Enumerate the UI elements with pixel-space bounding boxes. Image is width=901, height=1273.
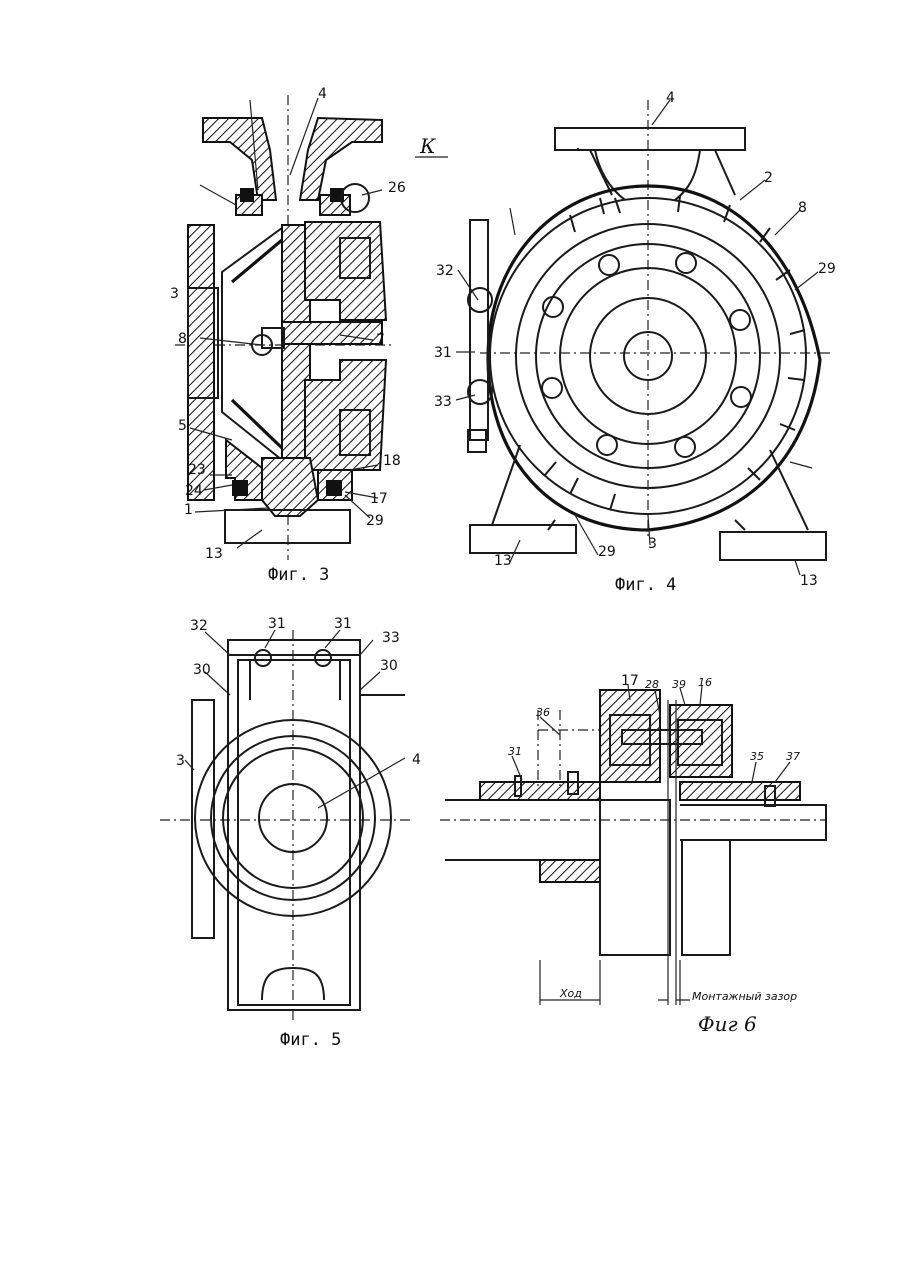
fig6-label-17: 17 bbox=[621, 673, 639, 689]
fig3-label-3: 3 bbox=[170, 286, 179, 302]
figure-3: К 4 26 8 3 7 5 23 24 1 18 17 29 13 Фиг. … bbox=[170, 86, 448, 585]
fig4-label-13-left: 13 bbox=[494, 553, 512, 569]
fig4-label-32: 32 bbox=[436, 263, 454, 279]
fig3-label-13: 13 bbox=[205, 546, 223, 562]
fig4-label-4: 4 bbox=[666, 90, 675, 106]
fig6-label-39: 39 bbox=[672, 678, 686, 691]
fig4-label-8: 8 bbox=[798, 200, 807, 216]
fig5-label-4: 4 bbox=[412, 752, 421, 768]
fig6-label-16: 16 bbox=[698, 676, 712, 689]
fig3-label-1: 1 bbox=[184, 502, 193, 518]
fig5-label-3: 3 bbox=[176, 753, 185, 769]
fig3-label-5: 5 bbox=[178, 418, 187, 434]
fig4-label-3: 3 bbox=[648, 536, 657, 552]
fig5-label-31-left: 31 bbox=[268, 616, 286, 632]
fig6-label-31: 31 bbox=[508, 745, 522, 758]
fig6-label-35: 35 bbox=[750, 750, 764, 763]
fig3-label-18: 18 bbox=[383, 453, 401, 469]
fig3-label-29: 29 bbox=[366, 513, 384, 529]
fig4-label-29-bottom: 29 bbox=[598, 544, 616, 560]
fig3-label-8: 8 bbox=[178, 331, 187, 347]
fig5-label-33: 33 bbox=[382, 630, 400, 646]
fig3-label-26: 26 bbox=[388, 180, 406, 196]
fig4-label-13-right: 13 bbox=[800, 573, 818, 589]
dimension-stroke-label: Ход bbox=[559, 987, 582, 1000]
fig3-label-4: 4 bbox=[318, 86, 327, 102]
fig4-label-29-right: 29 bbox=[818, 261, 836, 277]
fig4-label-31: 31 bbox=[434, 345, 452, 361]
fig3-label-7: 7 bbox=[376, 332, 385, 348]
fig4-label-33: 33 bbox=[434, 394, 452, 410]
fig3-label-24: 24 bbox=[185, 483, 203, 499]
fig5-label-32: 32 bbox=[190, 618, 208, 634]
fig4-caption: Фиг. 4 bbox=[615, 575, 676, 595]
dimension-gap-label: Монтажный зазор bbox=[692, 990, 797, 1003]
figure-4: 4 2 8 29 32 31 33 3 13 13 29 Фиг. 4 bbox=[434, 90, 836, 595]
fig3-caption: Фиг. 3 bbox=[268, 565, 329, 585]
fig5-label-31-right: 31 bbox=[334, 616, 352, 632]
fig5-label-30-left: 30 bbox=[193, 662, 211, 678]
fig5-caption: Фиг. 5 bbox=[280, 1030, 341, 1050]
fig3-label-23: 23 bbox=[188, 462, 206, 478]
fig6-label-28: 28 bbox=[645, 678, 659, 691]
fig6-caption: Фиг 6 bbox=[698, 1012, 757, 1036]
figure-6: 17 28 39 16 36 31 35 37 Ход Монтажный за… bbox=[440, 673, 826, 1036]
fig3-label-17: 17 bbox=[370, 491, 388, 507]
fig6-label-36: 36 bbox=[536, 706, 550, 719]
fig6-label-37: 37 bbox=[786, 750, 800, 763]
view-mark-k: К bbox=[419, 134, 436, 158]
fig4-label-2: 2 bbox=[764, 170, 773, 186]
fig5-label-30-right: 30 bbox=[380, 658, 398, 674]
figure-5: 32 31 31 33 30 30 3 4 Фиг. 5 bbox=[160, 616, 421, 1050]
